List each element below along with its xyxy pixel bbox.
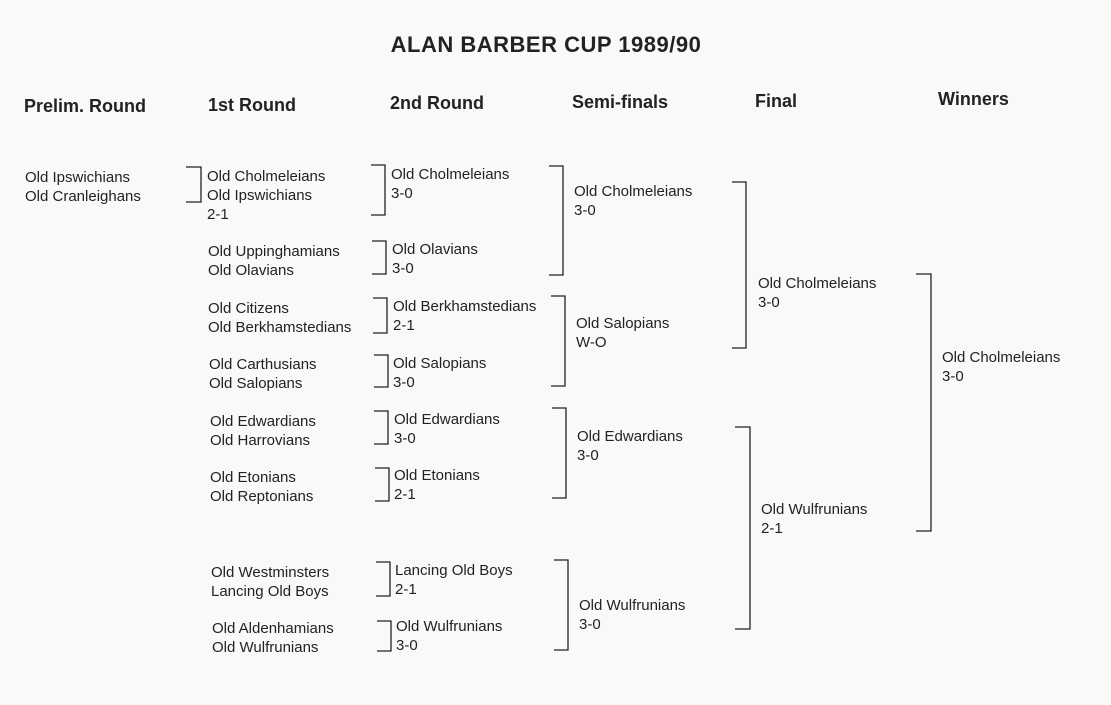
r1-team: Old Aldenhamians (212, 620, 334, 637)
r1-team: Old Ipswichians (207, 187, 313, 204)
r2-score: 2-1 (393, 317, 415, 334)
bracket-semi-2 (551, 295, 566, 387)
r1-score: 2-1 (207, 206, 229, 223)
final-score: 2-1 (761, 520, 783, 537)
semi-score: 3-0 (574, 202, 596, 219)
r2-winner: Old Edwardians (394, 411, 500, 428)
r2-score: 3-0 (392, 260, 414, 277)
r1-team: Old Uppinghamians (208, 243, 340, 260)
header-second-round: 2nd Round (390, 93, 484, 113)
r1-team: Old Harrovians (210, 432, 311, 449)
bracket-r2-7 (376, 561, 391, 597)
bracket-r2-3 (373, 297, 388, 334)
r1-team: Old Olavians (208, 262, 294, 279)
bracket-winners (916, 273, 932, 532)
r2-score: 3-0 (394, 430, 416, 447)
r1-team: Old Westminsters (211, 564, 330, 581)
header-first-round: 1st Round (208, 95, 296, 115)
r1-team: Old Carthusians (209, 356, 317, 373)
bracket-r2-8 (377, 620, 392, 652)
page-title: ALAN BARBER CUP 1989/90 (390, 32, 702, 57)
r2-winner: Old Salopians (393, 355, 487, 372)
header-prelim-round: Prelim. Round (24, 96, 147, 116)
r1-team: Old Berkhamstedians (208, 319, 352, 336)
final-winner: Old Cholmeleians (758, 275, 877, 292)
r2-score: 3-0 (396, 637, 418, 654)
bracket-r2-4 (374, 354, 389, 388)
bracket-final-1 (732, 181, 747, 349)
semi-score: 3-0 (577, 447, 599, 464)
r1-team: Old Cholmeleians (207, 168, 326, 185)
r1-team: Old Edwardians (210, 413, 316, 430)
champion-winner: Old Cholmeleians (942, 349, 1061, 366)
bracket-semi-1 (549, 165, 564, 276)
final-winner: Old Wulfrunians (761, 501, 868, 518)
r2-winner: Old Olavians (392, 241, 478, 258)
header-semi-finals: Semi-finals (572, 92, 669, 112)
bracket-r2-5 (374, 410, 389, 445)
semi-winner: Old Wulfrunians (579, 597, 686, 614)
prelim-team: Old Ipswichians (25, 169, 131, 186)
header-winners: Winners (938, 89, 1009, 109)
prelim-team: Old Cranleighans (25, 188, 141, 205)
bracket-final-2 (735, 426, 751, 630)
r2-score: 3-0 (393, 374, 415, 391)
r1-team: Old Etonians (210, 469, 296, 486)
bracket-r2-6 (375, 467, 390, 502)
r1-team: Old Reptonians (210, 488, 314, 505)
r2-score: 2-1 (395, 581, 417, 598)
champion-score: 3-0 (942, 368, 964, 385)
r2-winner: Lancing Old Boys (395, 562, 513, 579)
r1-team: Old Salopians (209, 375, 303, 392)
r2-score: 3-0 (391, 185, 413, 202)
header-final: Final (755, 91, 798, 111)
bracket-r2-2 (372, 240, 387, 275)
bracket-semi-4 (554, 559, 569, 651)
r2-winner: Old Berkhamstedians (393, 298, 537, 315)
r2-winner: Old Cholmeleians (391, 166, 510, 183)
r2-winner: Old Wulfrunians (396, 618, 503, 635)
bracket-prelim (186, 166, 202, 203)
semi-winner: Old Edwardians (577, 428, 683, 445)
bracket-semi-3 (552, 407, 567, 499)
r2-winner: Old Etonians (394, 467, 480, 484)
semi-score: W-O (576, 334, 607, 351)
bracket-r2-1 (371, 164, 386, 216)
semi-winner: Old Cholmeleians (574, 183, 693, 200)
semi-winner: Old Salopians (576, 315, 670, 332)
r1-team: Lancing Old Boys (211, 583, 329, 600)
semi-score: 3-0 (579, 616, 601, 633)
r2-score: 2-1 (394, 486, 416, 503)
r1-team: Old Wulfrunians (212, 639, 319, 656)
final-score: 3-0 (758, 294, 780, 311)
r1-team: Old Citizens (208, 300, 289, 317)
